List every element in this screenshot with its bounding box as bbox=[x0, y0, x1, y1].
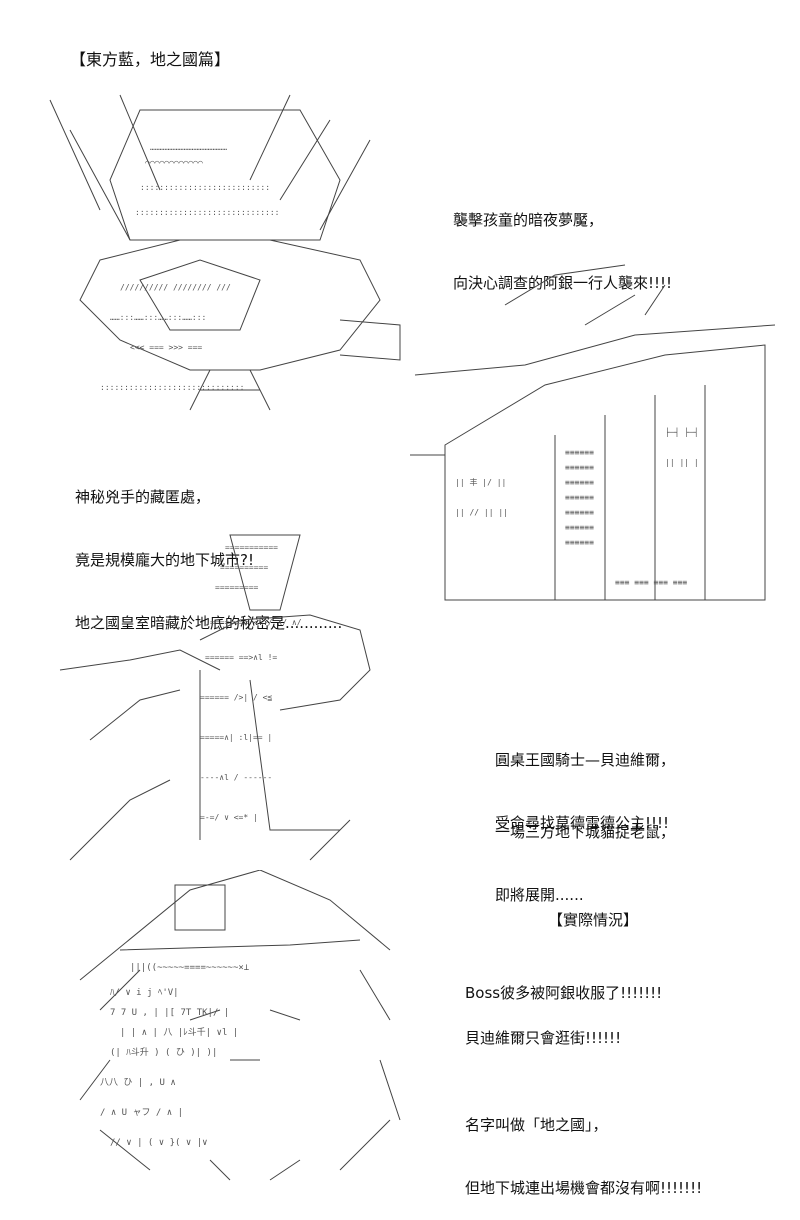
svg-text:≡≡≡≡≡≡: ≡≡≡≡≡≡ bbox=[565, 508, 594, 517]
caption-line: 名字叫做「地之國」， bbox=[465, 1116, 608, 1134]
svg-text:|||((~~~~~====~~~~~~×⊥: |||((~~~~~====~~~~~~×⊥ bbox=[130, 963, 250, 973]
caption-line: 襲擊孩童的暗夜夢魘， bbox=[453, 211, 604, 229]
svg-text:|| // || ||: || // || || bbox=[455, 508, 508, 517]
svg-text:| | ∧ | 八 |ﾚ斗千| ∨l |: | | ∧ | 八 |ﾚ斗千| ∨l | bbox=[120, 1027, 238, 1038]
svg-text:ﾊ/ ∨ i j ﾍ'V|: ﾊ/ ∨ i j ﾍ'V| bbox=[110, 988, 179, 998]
caption-line: 受命尋找莫德雷德公主!!!! bbox=[495, 814, 670, 832]
girl-face-ascii-art: |||((~~~~~====~~~~~~×⊥ ﾊ/ ∨ i j ﾍ'V| 7 7… bbox=[60, 870, 410, 1195]
section-heading: 【實際情況】 bbox=[548, 911, 639, 929]
page-title: 【東方藍，地之國篇】 bbox=[70, 50, 231, 69]
svg-text:----∧l / ------: ----∧l / ------ bbox=[200, 773, 272, 782]
svg-text:…………………………………………: ………………………………………… bbox=[150, 143, 227, 152]
svg-text:|| || |: || || | bbox=[665, 458, 699, 467]
svg-text:(| ﾊ斗升 ) ( ひ )| )|: (| ﾊ斗升 ) ( ひ )| )| bbox=[110, 1047, 217, 1058]
caption-line: 竟是規模龐大的地下城市?! bbox=[75, 551, 254, 569]
caption-line: 即將展開...... bbox=[495, 886, 584, 904]
svg-text:/ ∧ U ャフ / ∧ |: / ∧ U ャフ / ∧ | bbox=[100, 1108, 183, 1118]
svg-text:7 7 U , | |[ 7T TK|/ |: 7 7 U , | |[ 7T TK|/ | bbox=[110, 1008, 229, 1018]
svg-text:::::::::::::::::::::::::::::::: :::::::::::::::::::::::::::::: bbox=[135, 208, 280, 217]
svg-text:|| 丰 |/ ||: || 丰 |/ || bbox=[455, 477, 506, 487]
svg-text:=-=/ ∨ <=* |: =-=/ ∨ <=* | bbox=[200, 813, 258, 822]
svg-text:// ∨ | ( ∨ }( ∨ |∨: // ∨ | ( ∨ }( ∨ |∨ bbox=[110, 1138, 208, 1148]
svg-text:======== <.:/ ∧/ ∧/: ======== <.:/ ∧/ ∧/ bbox=[210, 618, 302, 627]
svg-text:八八 ひ | , U ∧: 八八 ひ | , U ∧ bbox=[100, 1077, 176, 1088]
svg-text::::::::::::::::::::::::::::: ::::::::::::::::::::::::::: bbox=[140, 183, 270, 192]
svg-text:≡≡≡≡≡≡: ≡≡≡≡≡≡ bbox=[565, 478, 594, 487]
svg-text:≡≡≡≡≡≡: ≡≡≡≡≡≡ bbox=[565, 448, 594, 457]
svg-text:……:::……:::……:::……:::: ……:::……:::……:::……::: bbox=[110, 313, 206, 322]
caption-line: 但地下城連出場機會都沒有啊!!!!!!! bbox=[465, 1179, 703, 1197]
armored-monster-ascii-art: ………………………………………… ⌒⌒⌒⌒⌒⌒⌒⌒⌒⌒⌒⌒ ::::::::::… bbox=[40, 90, 410, 420]
knight-ascii-art: =========== ========== ========= =======… bbox=[50, 530, 380, 865]
svg-text:===========: =========== bbox=[225, 543, 278, 552]
caption-line: 向決心調查的阿銀一行人襲來!!!! bbox=[453, 274, 673, 292]
svg-text:////////// //////// ///: ////////// //////// /// bbox=[120, 283, 231, 292]
svg-text:====== />| / <≦: ====== />| / <≦ bbox=[200, 693, 272, 702]
caption-line: 圓桌王國騎士—貝迪維爾， bbox=[495, 751, 676, 769]
svg-text:====== ==>∧l !=: ====== ==>∧l != bbox=[205, 653, 277, 662]
svg-text:≡≡≡ ≡≡≡ ≡≡≡ ≡≡≡: ≡≡≡ ≡≡≡ ≡≡≡ ≡≡≡ bbox=[615, 578, 687, 587]
svg-text:≡≡≡≡≡≡: ≡≡≡≡≡≡ bbox=[565, 493, 594, 502]
svg-text:=========: ========= bbox=[215, 583, 259, 592]
svg-text:├─┤ ├─┤: ├─┤ ├─┤ bbox=[665, 427, 699, 437]
svg-text:≡≡≡≡≡≡: ≡≡≡≡≡≡ bbox=[565, 523, 594, 532]
svg-text:≡≡≡≡≡≡: ≡≡≡≡≡≡ bbox=[565, 538, 594, 547]
svg-text:<<< === >>> ===: <<< === >>> === bbox=[130, 343, 202, 352]
svg-text:⌒⌒⌒⌒⌒⌒⌒⌒⌒⌒⌒⌒: ⌒⌒⌒⌒⌒⌒⌒⌒⌒⌒⌒⌒ bbox=[145, 158, 203, 167]
caption-line: 地之國皇室暗藏於地底的秘密是............ bbox=[75, 614, 343, 632]
caption-line: 神秘兇手的藏匿處， bbox=[75, 488, 211, 506]
caption-line: 貝迪維爾只會逛街!!!!!! bbox=[465, 1029, 622, 1047]
svg-text:::::::::::::::::::::::::::::::: :::::::::::::::::::::::::::::: bbox=[100, 383, 245, 392]
underground-city-ascii-art: ≡≡≡≡≡≡ ≡≡≡≡≡≡ ≡≡≡≡≡≡ ≡≡≡≡≡≡ ≡≡≡≡≡≡ ≡≡≡≡≡… bbox=[405, 255, 800, 620]
svg-text:==========: ========== bbox=[220, 563, 268, 572]
svg-text:=====∧| :l|== |: =====∧| :l|== | bbox=[200, 733, 272, 742]
caption-line: 一場三方地下城貓捉老鼠， bbox=[495, 823, 676, 841]
caption-line: Boss彼多被阿銀收服了!!!!!!! bbox=[465, 984, 663, 1002]
svg-text:≡≡≡≡≡≡: ≡≡≡≡≡≡ bbox=[565, 463, 594, 472]
